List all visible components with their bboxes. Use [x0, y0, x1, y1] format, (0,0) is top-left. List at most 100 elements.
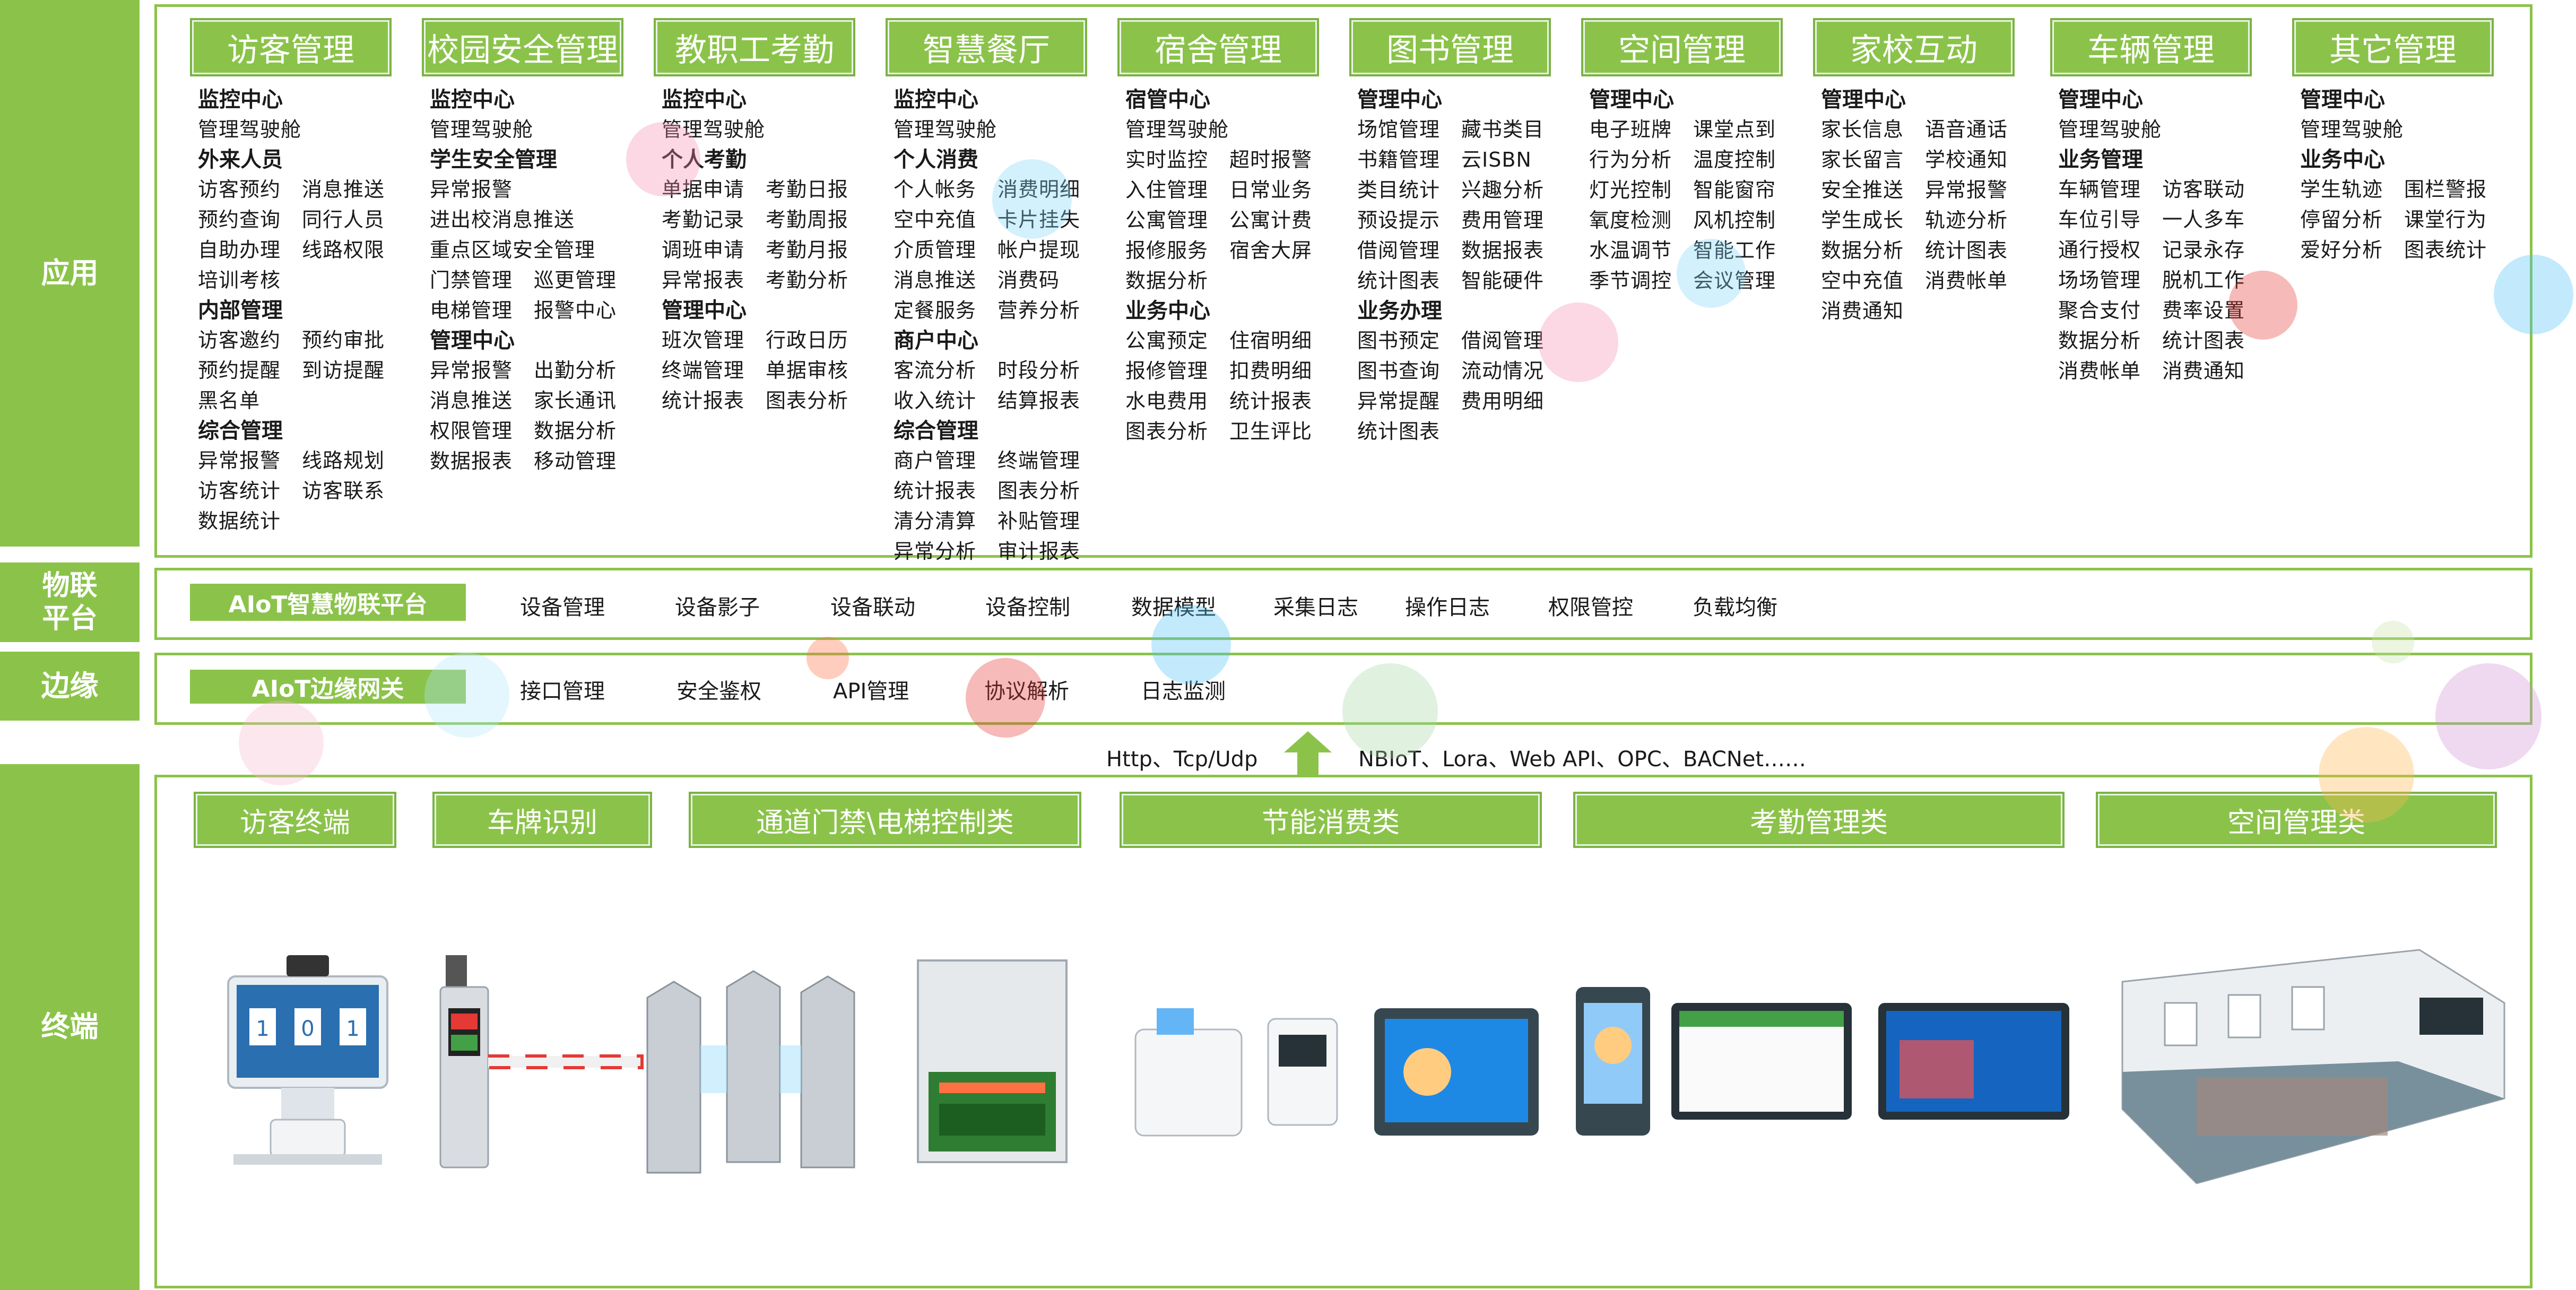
app-item[interactable]: 行政日历 — [766, 328, 849, 352]
app-item[interactable]: 费用管理 — [1461, 209, 1545, 232]
app-item[interactable]: 报修服务 — [1125, 239, 1209, 262]
app-item[interactable]: 家长信息 — [1821, 118, 1904, 141]
app-item[interactable]: 电梯管理 — [430, 299, 513, 322]
edge-item[interactable]: 协议解析 — [984, 679, 1069, 704]
app-item[interactable]: 预约审批 — [302, 328, 385, 352]
app-item[interactable]: 超时报警 — [1229, 148, 1313, 171]
app-item[interactable]: 终端管理 — [998, 449, 1081, 472]
app-item[interactable]: 智能窗帘 — [1693, 178, 1776, 202]
app-item[interactable]: 考勤记录 — [662, 208, 745, 231]
app-item[interactable]: 公寓预定 — [1125, 329, 1209, 352]
app-item[interactable]: 爱好分析 — [2300, 238, 2383, 262]
app-item[interactable]: 流动情况 — [1461, 359, 1545, 383]
app-item[interactable]: 场馆管理 — [1357, 118, 1441, 141]
app-item[interactable]: 收入统计 — [894, 389, 977, 412]
app-item[interactable]: 脱机工作 — [2162, 269, 2245, 292]
app-item[interactable]: 管理驾驶舱 — [198, 118, 302, 141]
platform-item[interactable]: 负载均衡 — [1693, 595, 1777, 620]
app-item[interactable]: 预设提示 — [1357, 209, 1441, 232]
app-item[interactable]: 消息推送 — [894, 269, 977, 292]
app-item[interactable]: 调班申请 — [662, 238, 745, 262]
app-item[interactable]: 消费帐单 — [2058, 359, 2141, 383]
platform-item[interactable]: 数据模型 — [1131, 595, 1216, 620]
app-item[interactable]: 考勤分析 — [766, 269, 849, 292]
app-item[interactable]: 定餐服务 — [894, 299, 977, 322]
app-item[interactable]: 图表分析 — [998, 479, 1081, 503]
app-item[interactable]: 一人多车 — [2162, 208, 2245, 231]
app-item[interactable]: 图书查询 — [1357, 359, 1441, 383]
app-item[interactable]: 氧度检测 — [1589, 209, 1672, 232]
app-item[interactable]: 家长留言 — [1821, 148, 1904, 171]
app-item[interactable]: 温度控制 — [1693, 148, 1776, 171]
app-item[interactable]: 数据报表 — [1461, 239, 1545, 262]
app-item[interactable]: 智能工作 — [1693, 239, 1776, 262]
app-item[interactable]: 统计报表 — [1229, 389, 1313, 413]
app-item[interactable]: 审计报表 — [998, 540, 1081, 563]
app-item[interactable]: 预约查询 — [198, 208, 281, 231]
app-item[interactable]: 单据申请 — [662, 178, 745, 201]
app-item[interactable]: 异常报表 — [662, 269, 745, 292]
app-item[interactable]: 日常业务 — [1229, 178, 1313, 202]
app-item[interactable]: 消费帐单 — [1925, 269, 2008, 292]
app-item[interactable]: 统计报表 — [662, 389, 745, 412]
app-item[interactable]: 进出校消息推送 — [430, 208, 575, 231]
app-item[interactable]: 访客预约 — [198, 178, 281, 201]
app-item[interactable]: 类目统计 — [1357, 178, 1441, 202]
app-item[interactable]: 商户管理 — [894, 449, 977, 472]
app-item[interactable]: 宿舍大屏 — [1229, 239, 1313, 262]
platform-item[interactable]: 权限管控 — [1548, 595, 1633, 620]
app-item[interactable]: 费率设置 — [2162, 299, 2245, 322]
app-item[interactable]: 统计图表 — [1357, 269, 1441, 292]
edge-item[interactable]: API管理 — [833, 679, 909, 704]
platform-item[interactable]: 操作日志 — [1405, 595, 1490, 620]
app-item[interactable]: 统计图表 — [1357, 420, 1441, 443]
app-item[interactable]: 补贴管理 — [998, 509, 1081, 533]
app-item[interactable]: 消费通知 — [2162, 359, 2245, 383]
app-item[interactable]: 门禁管理 — [430, 269, 513, 292]
app-item[interactable]: 访客联动 — [2162, 178, 2245, 201]
app-item[interactable]: 住宿明细 — [1229, 329, 1313, 352]
app-item[interactable]: 报修管理 — [1125, 359, 1209, 383]
app-item[interactable]: 访客邀约 — [198, 328, 281, 352]
app-item[interactable]: 管理驾驶舱 — [894, 118, 998, 141]
app-item[interactable]: 公寓计费 — [1229, 209, 1313, 232]
app-item[interactable]: 异常报警 — [198, 449, 281, 472]
app-item[interactable]: 会议管理 — [1693, 269, 1776, 292]
app-item[interactable]: 水电费用 — [1125, 389, 1209, 413]
app-item[interactable]: 培训考核 — [198, 269, 281, 292]
app-item[interactable]: 藏书类目 — [1461, 118, 1545, 141]
platform-item[interactable]: 设备影子 — [675, 595, 760, 620]
app-item[interactable]: 异常提醒 — [1357, 389, 1441, 413]
app-item[interactable]: 场场管理 — [2058, 269, 2141, 292]
app-item[interactable]: 数据报表 — [430, 449, 513, 473]
app-item[interactable]: 预约提醒 — [198, 359, 281, 382]
app-item[interactable]: 消息推送 — [302, 178, 385, 201]
app-item[interactable]: 安全推送 — [1821, 178, 1904, 202]
app-item[interactable]: 访客统计 — [198, 479, 281, 503]
edge-item[interactable]: 安全鉴权 — [676, 679, 761, 704]
app-item[interactable]: 书籍管理 — [1357, 148, 1441, 171]
app-item[interactable]: 异常报警 — [430, 178, 513, 201]
app-item[interactable]: 权限管理 — [430, 419, 513, 443]
app-item[interactable]: 学生成长 — [1821, 209, 1904, 232]
app-item[interactable]: 帐户提现 — [998, 238, 1081, 262]
app-item[interactable]: 车辆管理 — [2058, 178, 2141, 201]
app-item[interactable]: 卫生评比 — [1229, 420, 1313, 443]
app-item[interactable]: 数据分析 — [1821, 239, 1904, 262]
app-item[interactable]: 记录永存 — [2162, 238, 2245, 262]
app-item[interactable]: 报警中心 — [534, 299, 617, 322]
app-item[interactable]: 访客联系 — [302, 479, 385, 503]
app-item[interactable]: 轨迹分析 — [1925, 209, 2008, 232]
app-item[interactable]: 介质管理 — [894, 238, 977, 262]
app-item[interactable]: 季节调控 — [1589, 269, 1672, 292]
app-item[interactable]: 数据统计 — [198, 509, 281, 533]
app-item[interactable]: 终端管理 — [662, 359, 745, 382]
platform-item[interactable]: 设备控制 — [985, 595, 1070, 620]
app-item[interactable]: 黑名单 — [198, 389, 261, 412]
edge-item[interactable]: 日志监测 — [1141, 679, 1226, 704]
app-item[interactable]: 出勤分析 — [534, 359, 617, 382]
platform-item[interactable]: 设备联动 — [830, 595, 915, 620]
app-item[interactable]: 入住管理 — [1125, 178, 1209, 202]
app-item[interactable]: 通行授权 — [2058, 238, 2141, 262]
app-item[interactable]: 数据分析 — [534, 419, 617, 443]
